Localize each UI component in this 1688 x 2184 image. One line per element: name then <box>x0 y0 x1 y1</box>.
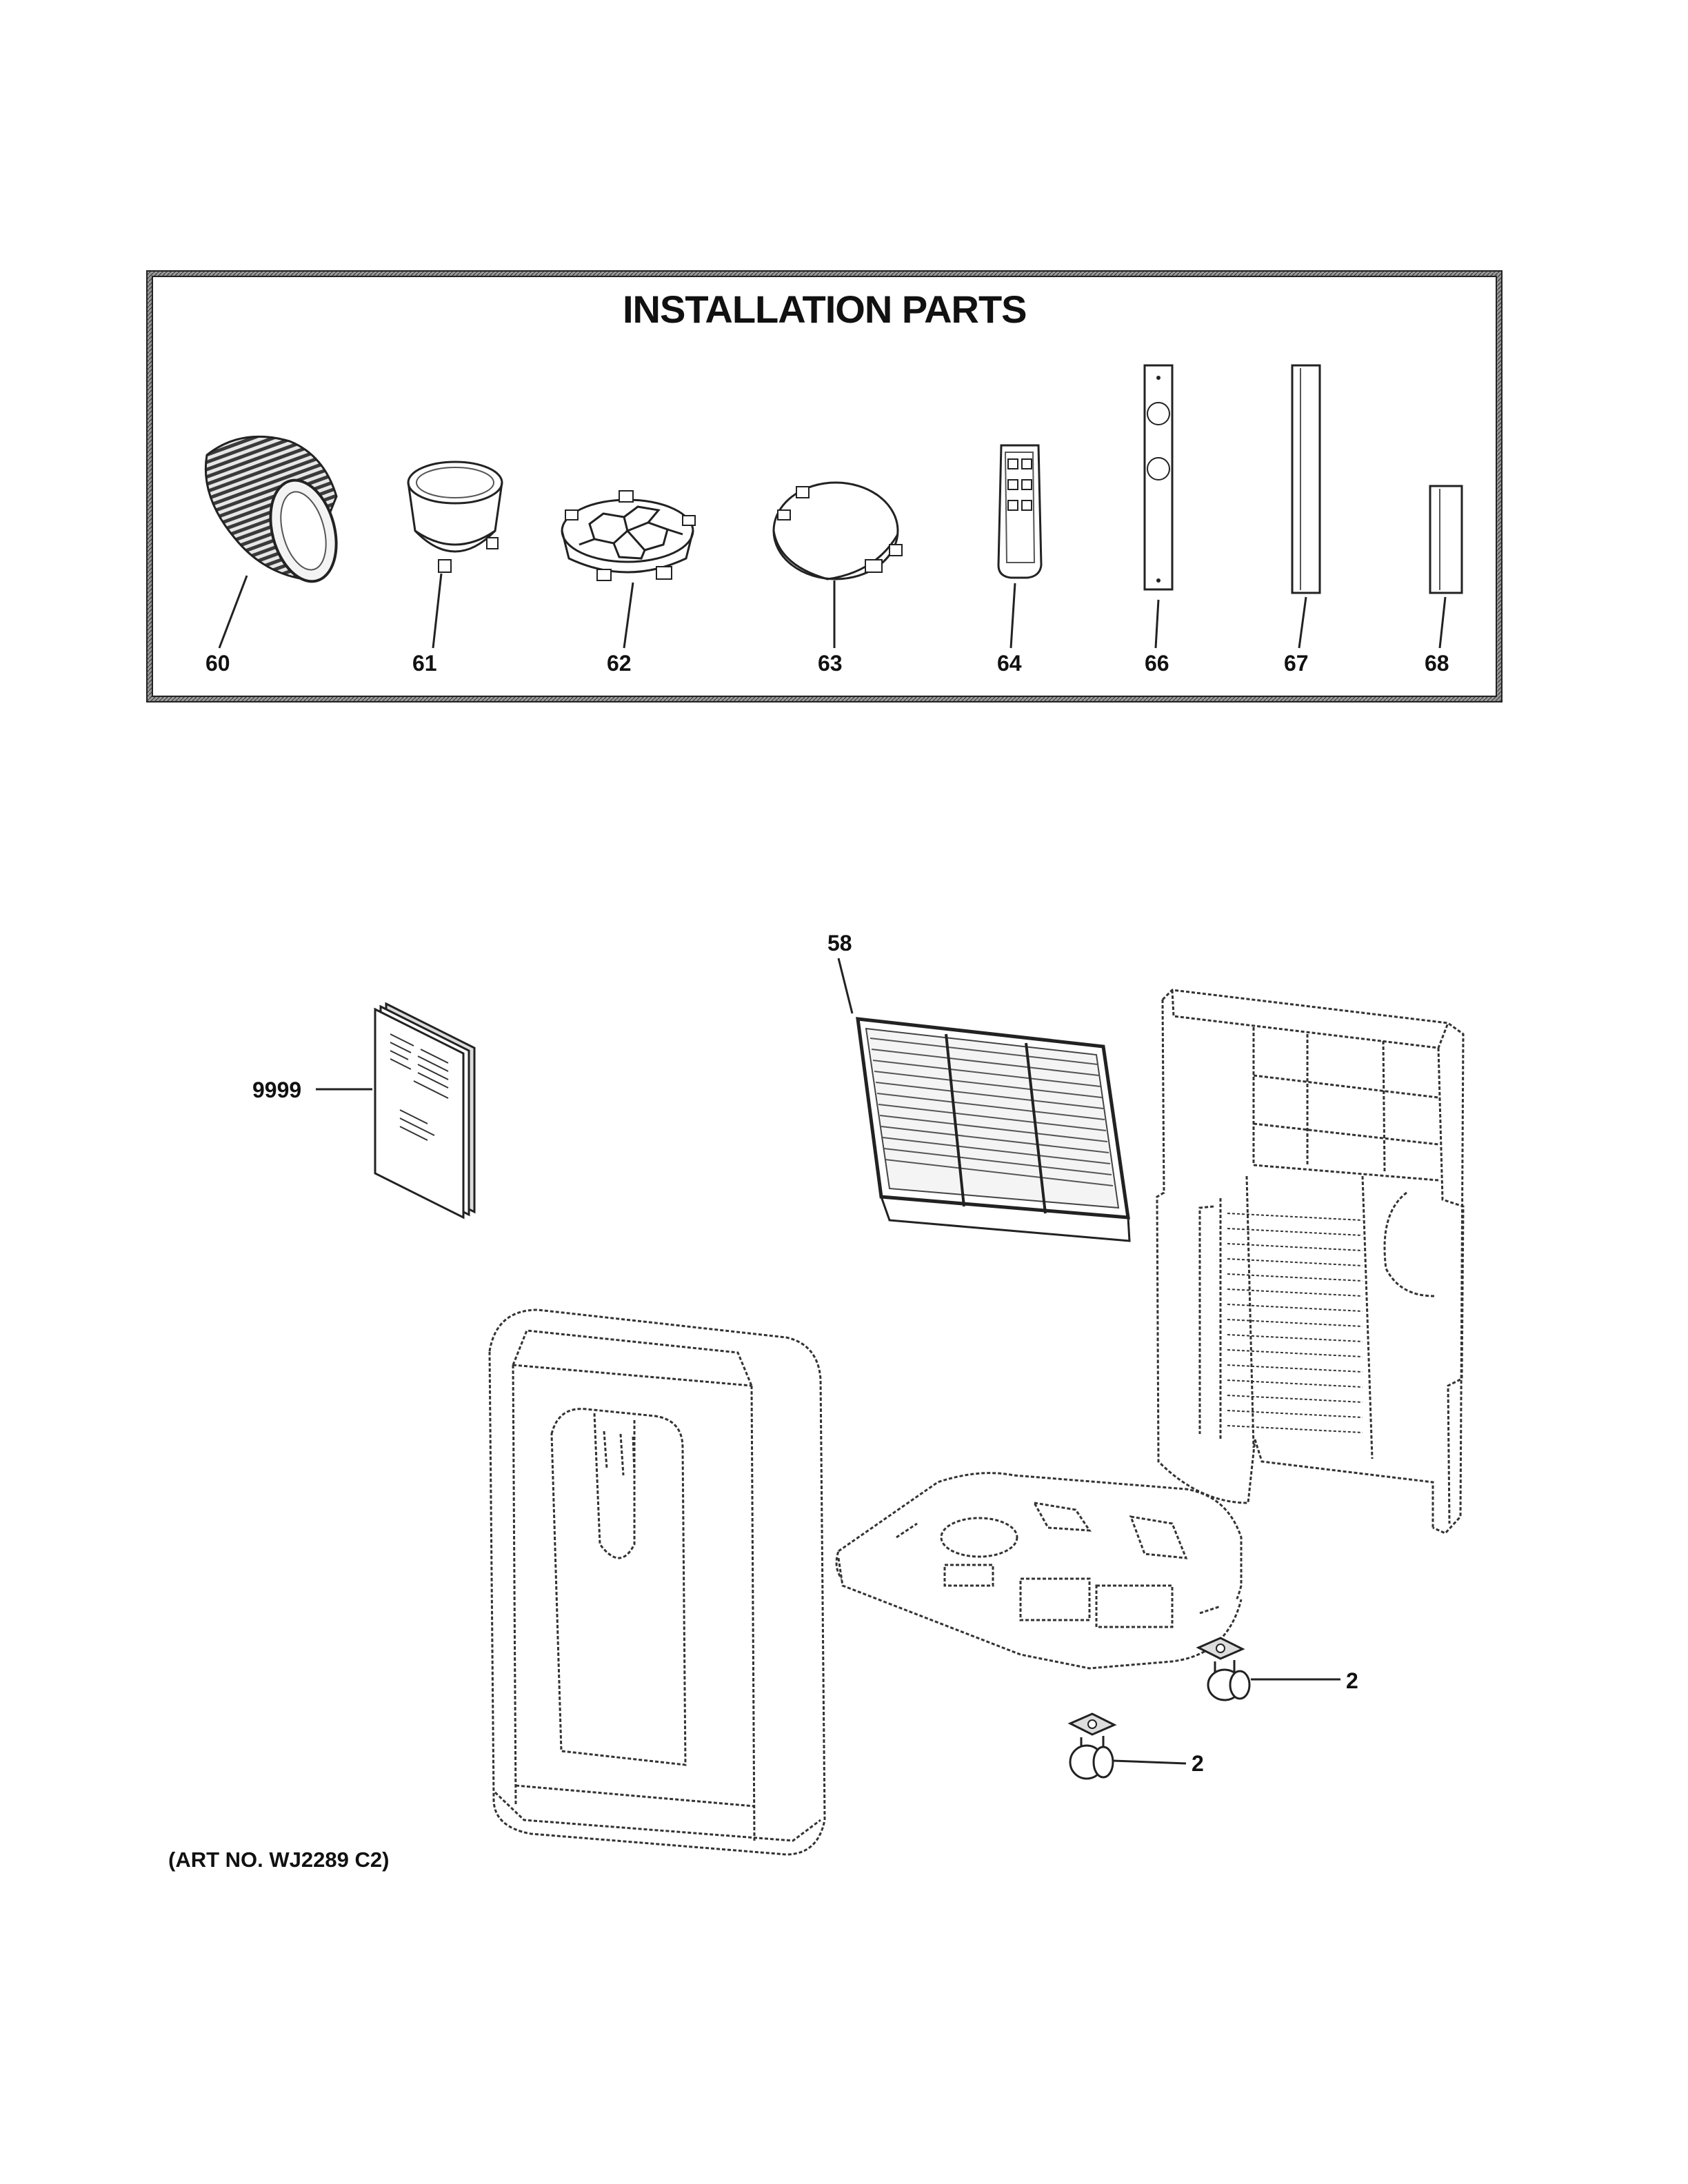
window-panel-part-66 <box>1143 364 1174 649</box>
part-label-60: 60 <box>205 651 230 676</box>
art-number: (ART NO. WJ2289 C2) <box>168 1848 390 1872</box>
exhaust-adapter-part-62 <box>561 490 696 649</box>
window-adapter-part-61 <box>407 461 503 649</box>
window-extension-part-67 <box>1291 364 1321 649</box>
base-pan <box>835 1472 1243 1670</box>
part-label-64: 64 <box>997 651 1022 676</box>
part-label-68: 68 <box>1425 651 1449 676</box>
air-filter-part-58 <box>837 958 1131 1242</box>
part-label-62: 62 <box>607 651 632 676</box>
part-label-9999: 9999 <box>252 1078 302 1102</box>
installation-parts-frame <box>146 270 1503 702</box>
remote-control-part-64 <box>997 444 1043 649</box>
part-label-2-lower: 2 <box>1192 1751 1204 1776</box>
manual-booklet-part-9999 <box>316 1002 476 1220</box>
short-extension-part-68 <box>1429 485 1463 649</box>
exhaust-hose-part-60 <box>204 435 338 649</box>
part-label-58: 58 <box>827 931 852 956</box>
part-label-67: 67 <box>1284 651 1309 676</box>
back-cabinet-vents <box>1227 1213 1363 1433</box>
caster-upper-part-2 <box>1196 1637 1340 1701</box>
back-cabinet <box>1156 989 1465 1535</box>
front-cabinet <box>488 1308 826 1856</box>
part-label-61: 61 <box>412 651 437 676</box>
part-label-2-upper: 2 <box>1346 1668 1358 1693</box>
installation-parts-title: INSTALLATION PARTS <box>623 287 1027 331</box>
part-label-66: 66 <box>1145 651 1169 676</box>
part-label-63: 63 <box>818 651 843 676</box>
cover-plate-part-63 <box>772 481 903 648</box>
caster-lower-part-2 <box>1067 1712 1187 1780</box>
